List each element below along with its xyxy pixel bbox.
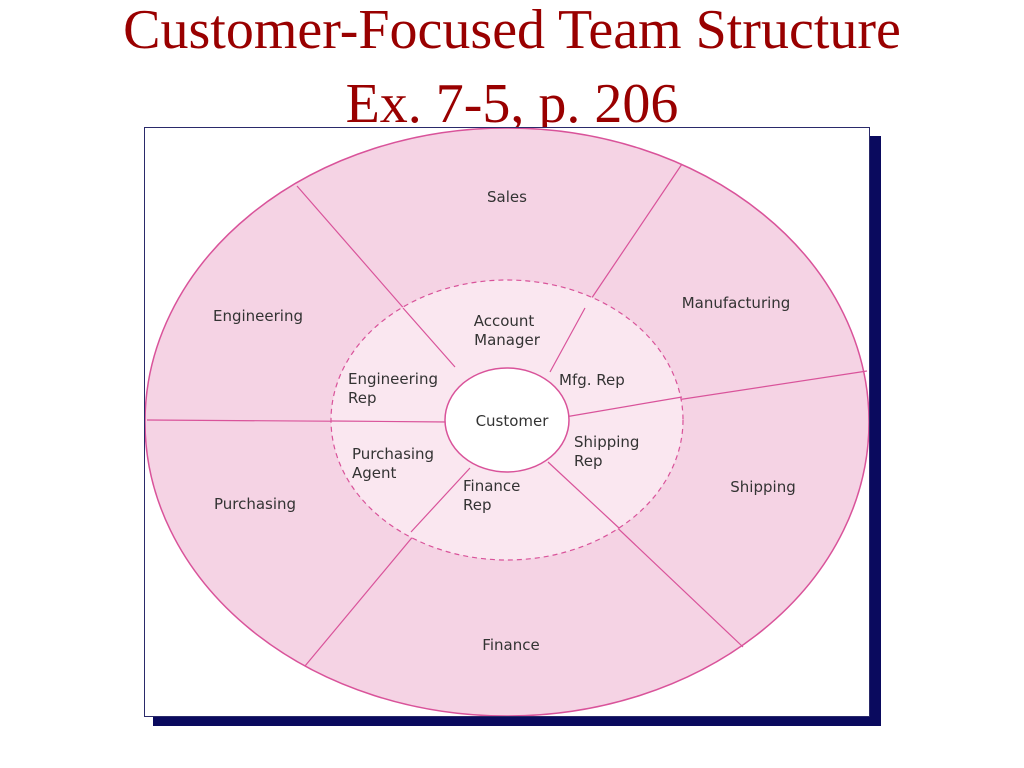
inner-dividers [330,307,683,533]
customer-circle [444,367,570,473]
label-engineering-rep-1: Engineering [348,370,438,388]
label-finance-rep-2: Rep [463,496,492,514]
label-shipping-rep-1: Shipping [574,433,639,451]
label-account-manager-1: Account [474,312,535,330]
team-structure-diagram: Sales Manufacturing Shipping Finance Pur… [145,128,869,716]
label-engineering-rep-2: Rep [348,389,377,407]
label-purchasing: Purchasing [214,495,296,513]
label-purchasing-agent-1: Purchasing [352,445,434,463]
label-account-manager-2: Manager [474,331,541,349]
label-mfg-rep: Mfg. Rep [559,371,625,389]
label-sales: Sales [487,188,527,206]
label-purchasing-agent-2: Agent [352,464,397,482]
label-shipping-rep-2: Rep [574,452,603,470]
label-finance-rep-1: Finance [463,477,520,495]
divider-sales-manufacturing [584,163,683,309]
label-finance: Finance [482,636,539,654]
label-engineering: Engineering [213,307,303,325]
label-manufacturing: Manufacturing [682,294,791,312]
label-shipping: Shipping [730,478,795,496]
slide-title: Customer-Focused Team Structure [123,0,901,61]
slide-subtitle-reference: Ex. 7-5, p. 206 [345,73,679,135]
diagram-frame: Sales Manufacturing Shipping Finance Pur… [144,127,870,717]
label-customer: Customer [476,412,550,430]
